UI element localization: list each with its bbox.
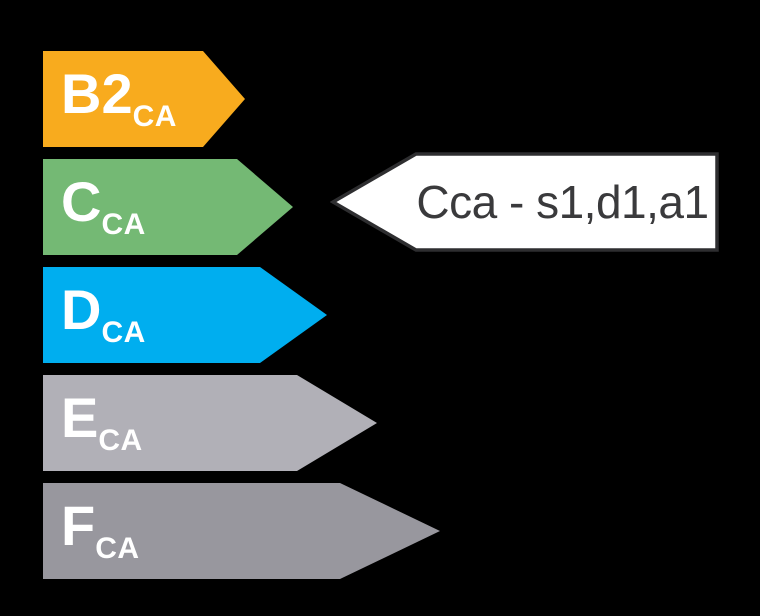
class-arrow-dca: DCA <box>43 267 327 363</box>
class-arrow-eca: ECA <box>43 375 377 471</box>
rating-pointer-polygon <box>330 152 719 252</box>
class-label-dca: DCA <box>61 282 146 348</box>
class-label-subscript: CA <box>101 316 146 349</box>
class-label-subscript: CA <box>95 532 140 565</box>
class-label-main: F <box>61 494 96 557</box>
class-label-main: E <box>61 386 99 449</box>
rating-pointer-arrow-shape <box>330 152 719 252</box>
class-label-fca: FCA <box>61 498 140 564</box>
rating-pointer-label: Cca - s1,d1,a1 <box>416 176 709 228</box>
class-arrow-fca: FCA <box>43 483 440 579</box>
class-label-subscript: CA <box>132 100 177 133</box>
class-label-subscript: CA <box>98 424 143 457</box>
class-label-eca: ECA <box>61 390 143 456</box>
class-label-cca: CCA <box>61 174 146 240</box>
rating-pointer: Cca - s1,d1,a1 <box>330 152 719 252</box>
class-label-subscript: CA <box>101 208 146 241</box>
class-label-main: D <box>61 278 102 341</box>
class-label-main: C <box>61 170 102 233</box>
class-arrow-cca: CCA <box>43 159 293 255</box>
class-arrow-b2ca: B2CA <box>43 51 245 147</box>
class-label-b2ca: B2CA <box>61 66 177 132</box>
class-label-main: B2 <box>61 62 133 125</box>
